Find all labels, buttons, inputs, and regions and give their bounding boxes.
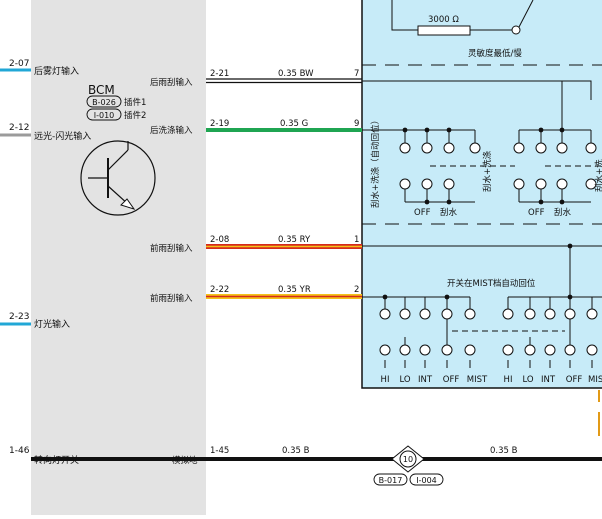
transistor-icon [80, 140, 156, 216]
plug1-code: B-026 [92, 98, 116, 107]
wire2-spec: 0.35 G [280, 119, 308, 129]
rear-pos-wipe-1: 刮水 [440, 207, 458, 218]
ref-rear-fog: 2-07 [9, 59, 29, 69]
ground-node-number: 10 [403, 455, 413, 464]
ref-light: 2-23 [9, 312, 29, 322]
ground-conn2: I-004 [416, 476, 437, 485]
wire4-pin: 2 [354, 285, 359, 295]
label-light: 灯光输入 [34, 318, 70, 330]
plug1-label: 插件1 [124, 97, 146, 108]
resistor-value: 3000 Ω [428, 15, 459, 25]
bcm-title: BCM [88, 83, 115, 97]
ground-conn1-badge [373, 473, 408, 486]
ground-conn1: B-017 [379, 476, 403, 485]
rear-pos-off-2: OFF [528, 208, 545, 218]
front-pos-off-2: OFF [566, 375, 583, 385]
front-pos-int-2: INT [541, 375, 556, 385]
wire1-spec: 0.35 BW [278, 69, 314, 79]
front-pos-int-1: INT [418, 375, 433, 385]
rear-vertical-label-3: 刮水+洗 [594, 159, 602, 192]
label-dip-flash: 远光-闪光输入 [34, 130, 91, 142]
wire3-spec: 0.35 RY [278, 235, 311, 245]
plug2-label: 插件2 [124, 110, 146, 121]
plug2-badge [86, 108, 122, 121]
plug1-badge [86, 95, 122, 108]
wire1-ref: 2-21 [210, 69, 229, 79]
bcm-panel [31, 0, 206, 515]
front-pos-mist-2: MIS [588, 375, 602, 385]
label-front-wiper-b: 前雨刮输入 [150, 293, 193, 304]
label-front-wiper-a: 前雨刮输入 [150, 243, 193, 254]
rear-vertical-label-1: 刮水+洗涤（自动回位） [370, 116, 381, 208]
ground-spec-right: 0.35 B [490, 446, 518, 456]
sensitivity-contact [511, 25, 521, 35]
rear-wiper-switch [362, 80, 602, 203]
ref-turn: 1-46 [9, 446, 30, 456]
front-pos-hi-1: HI [381, 375, 390, 385]
mist-note: 开关在MIST档自动回位 [447, 278, 536, 289]
ground-spec: 0.35 B [282, 446, 310, 456]
label-rear-fog: 后雾灯输入 [34, 65, 79, 77]
front-pos-hi-2: HI [504, 375, 513, 385]
label-rear-wiper: 后雨刮输入 [150, 77, 193, 88]
label-rear-washer: 后洗涤输入 [150, 125, 193, 136]
resistor [417, 25, 471, 36]
rear-wiper-contacts [399, 142, 597, 190]
front-pos-lo-1: LO [399, 375, 410, 385]
ref-dip-flash: 2-12 [9, 123, 29, 133]
plug2-code: I-010 [94, 111, 115, 120]
front-wiper-junctions [382, 243, 573, 300]
resistor-lead-left [391, 0, 418, 31]
rear-pos-wipe-2: 刮水 [554, 207, 572, 218]
sensitivity-arm [518, 0, 534, 28]
sensitivity-label: 灵敏度最低/慢 [468, 48, 522, 59]
ground-node-circle [399, 450, 417, 468]
wire3-pin: 1 [354, 235, 359, 245]
front-wiper-contacts [379, 308, 598, 356]
wire4-ref: 2-22 [210, 285, 229, 295]
front-pos-lo-2: LO [522, 375, 533, 385]
front-pos-mist-1: MIST [467, 375, 488, 385]
wire3-ref: 2-08 [210, 235, 229, 245]
rear-wiper-junctions [402, 127, 565, 205]
ground-ref: 1-45 [210, 446, 229, 456]
rear-pos-off-1: OFF [414, 208, 431, 218]
wire2-pin: 9 [354, 119, 359, 129]
rear-vertical-label-2: 刮水+洗涤 [482, 150, 493, 192]
wire1-pin: 7 [354, 69, 359, 79]
ground-conn2-badge [409, 473, 444, 486]
front-pos-off-1: OFF [443, 375, 460, 385]
wire4-spec: 0.35 YR [278, 285, 311, 295]
wire2-ref: 2-19 [210, 119, 229, 129]
